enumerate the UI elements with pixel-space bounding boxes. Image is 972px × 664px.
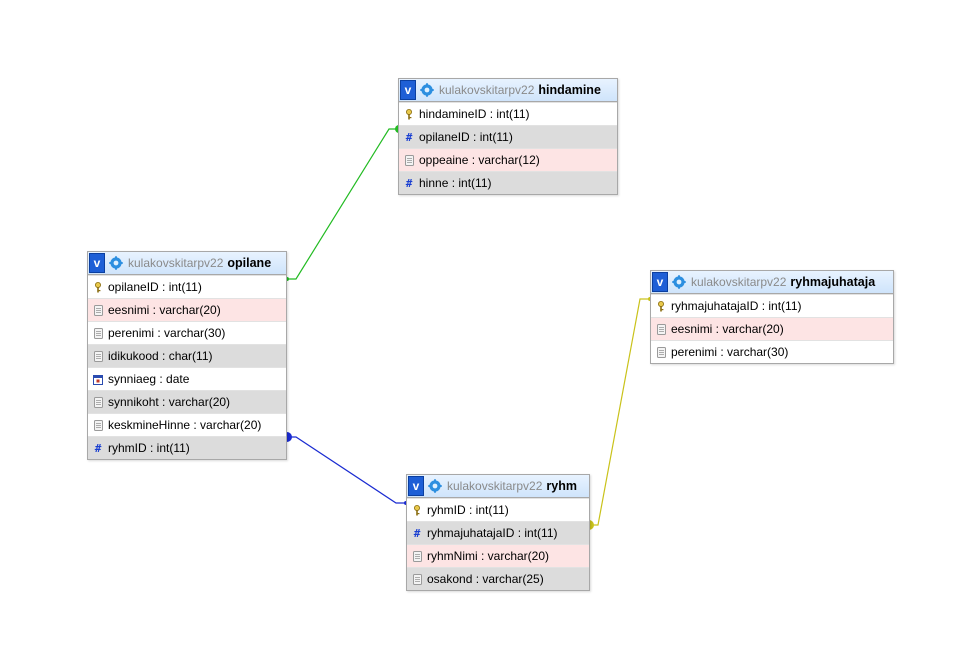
column-row[interactable]: ryhmNimi : varchar(20): [407, 544, 589, 567]
database-name: kulakovskitarpv22: [439, 83, 535, 97]
column-row[interactable]: synnikoht : varchar(20): [88, 390, 286, 413]
relation-ryhm-ryhmajuhataja: [589, 298, 651, 526]
column-row[interactable]: # opilaneID : int(11): [399, 125, 617, 148]
primary-key-icon: [404, 108, 414, 120]
text-column-icon: [656, 346, 666, 358]
collapse-toggle-button[interactable]: v: [408, 476, 424, 496]
column-label: ryhmID : int(11): [108, 441, 190, 455]
column-label: oppeaine : varchar(12): [419, 153, 540, 167]
column-label: idikukood : char(11): [108, 349, 213, 363]
column-label: ryhmID : int(11): [427, 503, 509, 517]
text-column-icon: [656, 323, 666, 335]
text-column-icon: [412, 550, 422, 562]
numeric-hash-icon: #: [94, 441, 102, 455]
column-label: osakond : varchar(25): [427, 572, 544, 586]
text-column-icon: [93, 327, 103, 339]
table-name: ryhm: [546, 479, 577, 493]
column-row[interactable]: eesnimi : varchar(20): [651, 317, 893, 340]
calendar-icon: [93, 373, 103, 385]
text-column-icon: [93, 304, 103, 316]
database-name: kulakovskitarpv22: [691, 275, 787, 289]
column-label: synniaeg : date: [108, 372, 190, 386]
numeric-hash-icon: #: [413, 526, 421, 540]
relation-end-cup: [287, 432, 292, 442]
column-row[interactable]: oppeaine : varchar(12): [399, 148, 617, 171]
column-row[interactable]: opilaneID : int(11): [88, 275, 286, 298]
text-column-icon: [404, 154, 414, 166]
column-row[interactable]: ryhmajuhatajaID : int(11): [651, 294, 893, 317]
column-row[interactable]: synniaeg : date: [88, 367, 286, 390]
column-row[interactable]: ryhmID : int(11): [407, 498, 589, 521]
column-label: opilaneID : int(11): [108, 280, 202, 294]
column-row[interactable]: perenimi : varchar(30): [88, 321, 286, 344]
text-column-icon: [93, 350, 103, 362]
primary-key-icon: [656, 300, 666, 312]
column-label: ryhmNimi : varchar(20): [427, 549, 550, 563]
primary-key-icon: [93, 281, 103, 293]
relation-opilane-hindamine: [287, 128, 399, 280]
collapse-toggle-button[interactable]: v: [400, 80, 416, 100]
column-label: ryhmajuhatajaID : int(11): [427, 526, 558, 540]
table-name: opilane: [227, 256, 272, 270]
column-label: hinne : int(11): [419, 176, 492, 190]
column-row[interactable]: # hinne : int(11): [399, 171, 617, 194]
gear-icon[interactable]: [105, 256, 128, 270]
gear-icon[interactable]: [668, 275, 691, 289]
database-name: kulakovskitarpv22: [447, 479, 543, 493]
column-row[interactable]: # ryhmajuhatajaID : int(11): [407, 521, 589, 544]
primary-key-icon: [412, 504, 422, 516]
column-label: perenimi : varchar(30): [671, 345, 789, 359]
text-column-icon: [93, 396, 103, 408]
column-label: hindamineID : int(11): [419, 107, 530, 121]
column-row[interactable]: idikukood : char(11): [88, 344, 286, 367]
column-label: synnikoht : varchar(20): [108, 395, 231, 409]
column-label: eesnimi : varchar(20): [108, 303, 221, 317]
text-column-icon: [93, 419, 103, 431]
text-column-icon: [412, 573, 422, 585]
column-label: eesnimi : varchar(20): [671, 322, 784, 336]
relation-opilane-ryhm: [287, 436, 407, 504]
collapse-toggle-button[interactable]: v: [652, 272, 668, 292]
collapse-toggle-button[interactable]: v: [89, 253, 105, 273]
column-label: opilaneID : int(11): [419, 130, 513, 144]
database-name: kulakovskitarpv22: [128, 256, 224, 270]
column-label: ryhmajuhatajaID : int(11): [671, 299, 802, 313]
column-row[interactable]: perenimi : varchar(30): [651, 340, 893, 363]
gear-icon[interactable]: [416, 83, 439, 97]
table-name: ryhmajuhataja: [790, 275, 876, 289]
gear-icon[interactable]: [424, 479, 447, 493]
table-name: hindamine: [538, 83, 601, 97]
numeric-hash-icon: #: [405, 130, 413, 144]
column-row[interactable]: osakond : varchar(25): [407, 567, 589, 590]
column-row[interactable]: keskmineHinne : varchar(20): [88, 413, 286, 436]
numeric-hash-icon: #: [405, 176, 413, 190]
column-label: keskmineHinne : varchar(20): [108, 418, 262, 432]
column-label: perenimi : varchar(30): [108, 326, 226, 340]
column-row[interactable]: # ryhmID : int(11): [88, 436, 286, 459]
column-row[interactable]: eesnimi : varchar(20): [88, 298, 286, 321]
column-row[interactable]: hindamineID : int(11): [399, 102, 617, 125]
